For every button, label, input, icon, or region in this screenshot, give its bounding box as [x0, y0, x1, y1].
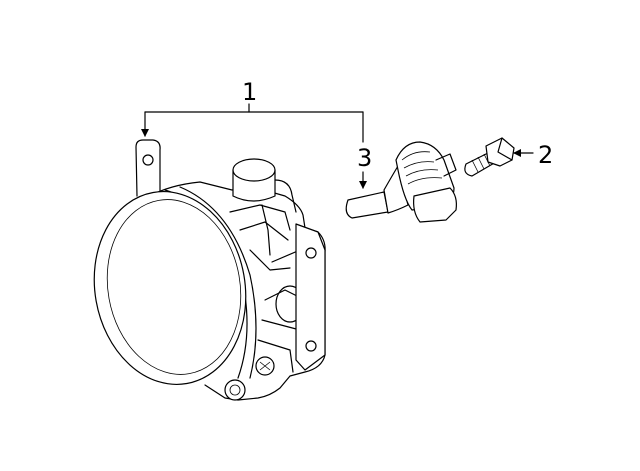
callout-1-leader: [141, 103, 364, 143]
callout-3-label: 3: [357, 144, 372, 172]
fog-lamp-assembly-icon: [93, 139, 326, 401]
callout-1-label: 1: [242, 78, 257, 106]
bulb-icon: [345, 141, 457, 223]
callout-2-label: 2: [538, 141, 553, 169]
screw-icon: [464, 137, 515, 177]
